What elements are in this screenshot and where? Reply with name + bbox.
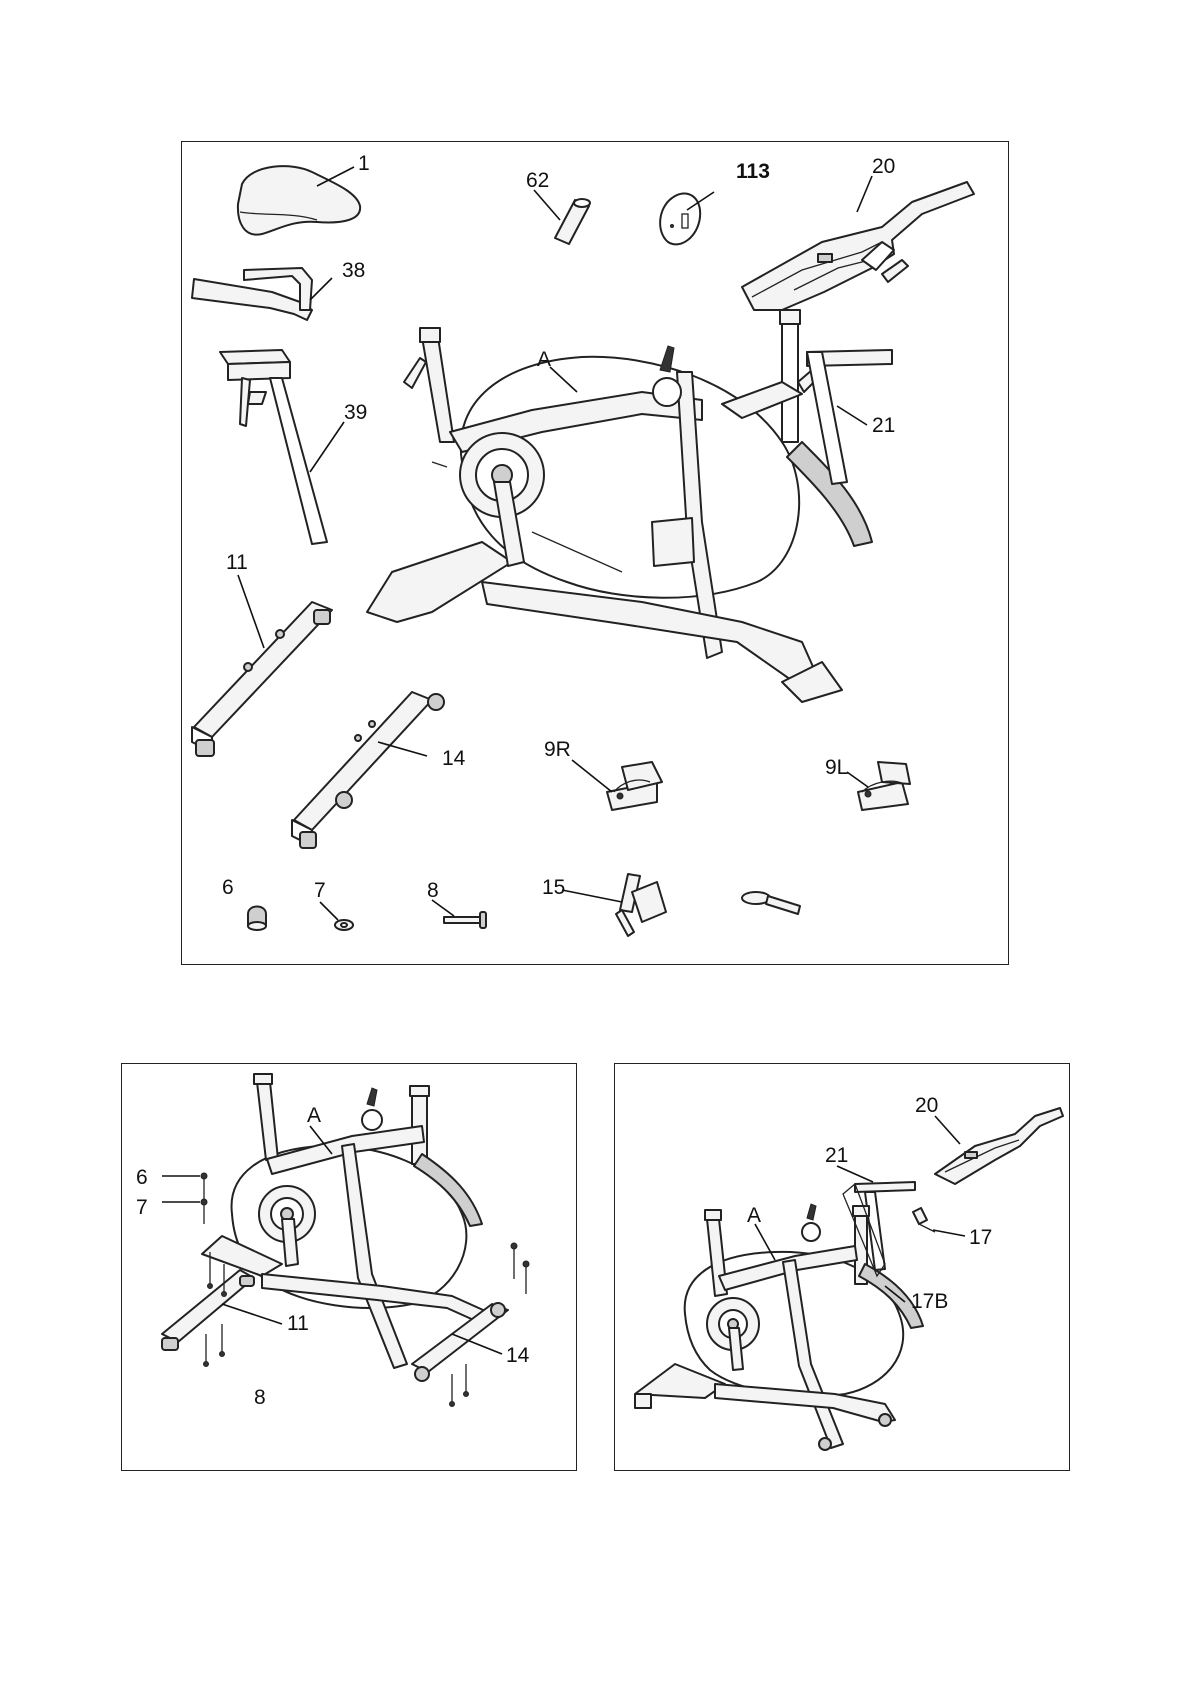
cap-nut-part-6 (248, 907, 266, 931)
saddle-part (238, 166, 360, 234)
label-21: 21 (872, 414, 895, 437)
leader-line-8 (432, 900, 454, 916)
label-a: A (307, 1104, 321, 1127)
leader-line-17 (933, 1230, 965, 1236)
leader-line-9r (572, 760, 612, 792)
bike-frame-part-a (367, 310, 872, 702)
label-14: 14 (506, 1344, 530, 1367)
label-38: 38 (342, 259, 365, 282)
leader-line-11 (238, 575, 264, 648)
bolt-part-8 (444, 912, 486, 928)
stabilizer-assembly-drawing: A 11 14 (122, 1064, 578, 1472)
label-1: 1 (358, 152, 370, 175)
stabilizer-part-14 (292, 692, 444, 848)
leader-line-9l (847, 772, 868, 787)
bike-frame-part-a (202, 1074, 492, 1368)
label-17: 17 (969, 1226, 992, 1249)
wrench-tool (742, 892, 800, 914)
seat-post-part-38 (192, 268, 312, 320)
label-9l: 9L (825, 756, 848, 779)
label-14: 14 (442, 747, 466, 770)
pin-part-62 (555, 199, 590, 244)
label-39: 39 (344, 401, 367, 424)
label-21: 21 (825, 1144, 848, 1167)
label-20: 20 (872, 155, 895, 178)
label-9r: 9R (544, 738, 571, 761)
assembly-step-stabilizers-panel: A 11 14 (121, 1063, 577, 1471)
handlebar-part-20 (742, 182, 974, 310)
label-6: 6 (222, 876, 234, 899)
leader-line-21 (837, 406, 867, 425)
label-15: 15 (542, 876, 565, 899)
washer-part-7 (335, 920, 353, 930)
label-62: 62 (526, 169, 549, 192)
leader-line-39 (310, 422, 344, 472)
leader-line-38 (310, 278, 332, 300)
label-17b: 17B (911, 1290, 948, 1313)
leader-line-20 (857, 176, 872, 212)
assembly-step-handlebar-panel: 20 21 A (614, 1063, 1070, 1471)
label-8: 8 (254, 1386, 266, 1409)
leader-line-20 (935, 1116, 960, 1144)
pedal-right-part-9r (607, 762, 662, 810)
label-20: 20 (915, 1094, 938, 1117)
bracket-part-15 (616, 874, 666, 936)
seat-post-part-39 (220, 350, 327, 544)
label-11: 11 (226, 551, 248, 574)
label-a: A (747, 1204, 761, 1227)
bolt-part-17 (913, 1208, 935, 1232)
label-a: A (537, 348, 551, 371)
parts-overview-drawing: 1 62 113 20 (182, 142, 1010, 966)
label-7: 7 (136, 1196, 148, 1219)
cover-part-113 (660, 193, 700, 244)
label-113: 113 (736, 160, 770, 183)
leader-line-11 (222, 1304, 282, 1324)
label-7: 7 (314, 879, 326, 902)
leader-line-62 (534, 190, 560, 220)
label-6: 6 (136, 1166, 148, 1189)
parts-overview-panel: 1 62 113 20 (181, 141, 1009, 965)
handlebar-assembly-drawing: 20 21 A (615, 1064, 1071, 1472)
leader-line-15 (562, 890, 622, 902)
handlebar-part-20 (935, 1108, 1063, 1184)
label-8: 8 (427, 879, 439, 902)
stabilizer-part-11 (192, 602, 332, 756)
leader-line-7 (320, 902, 338, 920)
leader-line-21 (837, 1166, 873, 1182)
label-11: 11 (287, 1312, 309, 1335)
